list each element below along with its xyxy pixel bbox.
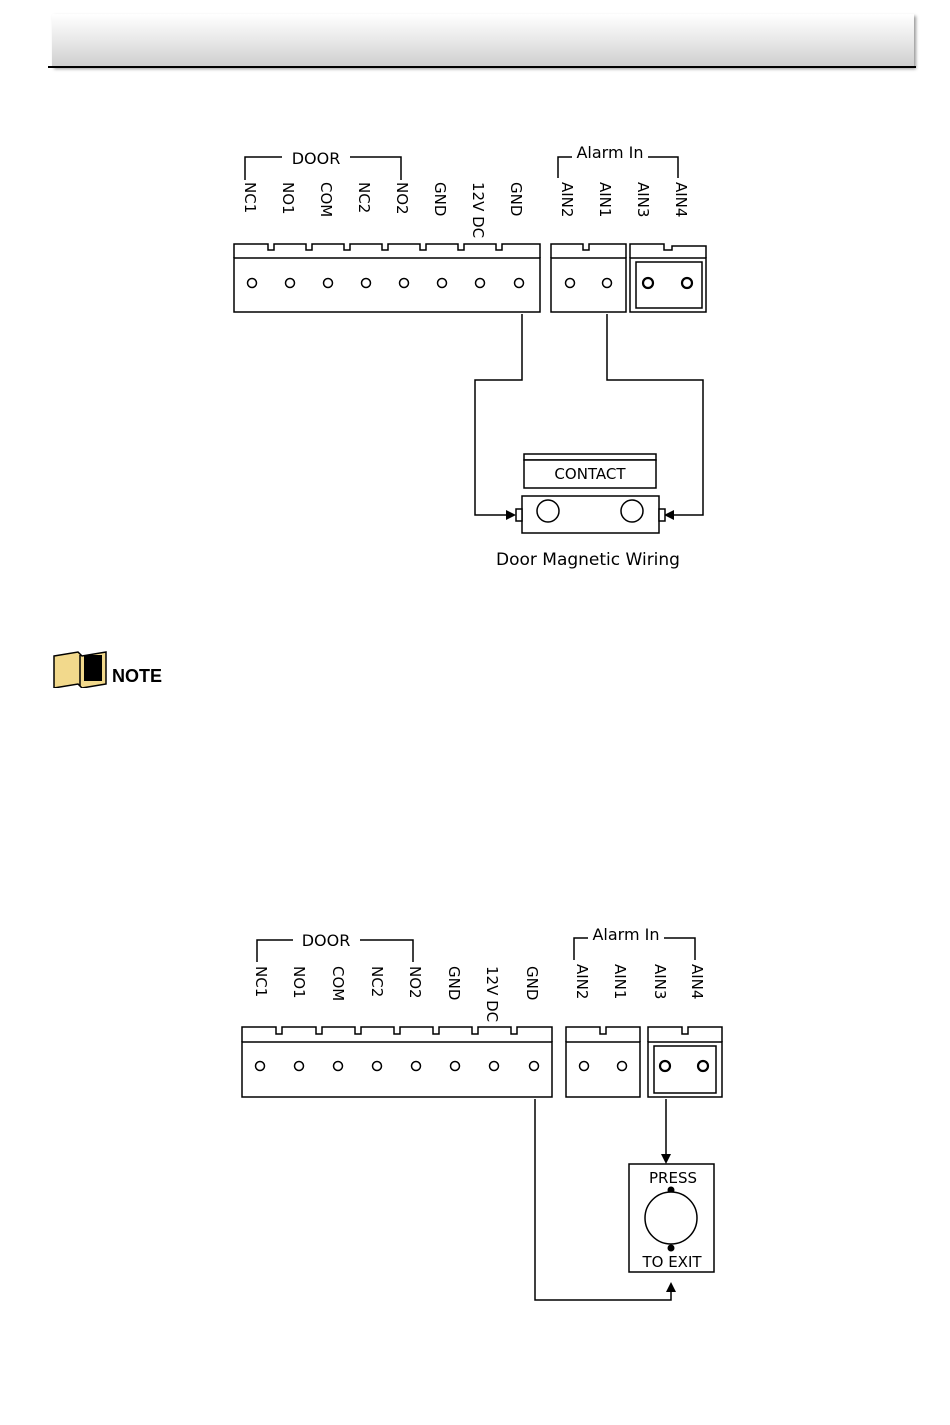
alarm-terminal-block-2 — [648, 1042, 722, 1097]
alarm-in-group-label: Alarm In — [592, 925, 659, 944]
terminal-screw — [295, 1062, 304, 1071]
door-terminal-block — [242, 1042, 552, 1097]
terminal-screw — [256, 1062, 265, 1071]
alarm-block-2-teeth — [648, 1027, 722, 1042]
terminal-screw — [698, 1061, 708, 1071]
arrow-head — [666, 1282, 676, 1292]
door-bracket-left — [257, 940, 293, 962]
terminal-screw — [490, 1062, 499, 1071]
terminal-label-nc2: NC2 — [368, 966, 386, 997]
terminal-label-com: COM — [329, 966, 347, 1001]
door-group-label: DOOR — [302, 931, 351, 950]
terminal-label-ain1: AIN1 — [611, 964, 629, 999]
alarm-block-teeth — [566, 1027, 640, 1042]
terminal-screw — [660, 1061, 670, 1071]
alarm-bracket-left — [574, 938, 588, 960]
alarm-bracket-right — [664, 938, 695, 960]
exit-button-top-label: PRESS — [649, 1169, 697, 1187]
terminal-label-no1: NO1 — [290, 966, 308, 999]
terminal-label-gnd-2: GND — [523, 966, 541, 1000]
terminal-label-12v-dc: 12V DC — [483, 966, 501, 1022]
terminal-label-no2: NO2 — [406, 966, 424, 999]
terminal-label-ain4: AIN4 — [688, 964, 706, 999]
terminal-screw — [412, 1062, 421, 1071]
alarm-terminal-block-1 — [566, 1042, 640, 1097]
terminal-label-nc1: NC1 — [252, 966, 270, 997]
terminal-screw — [530, 1062, 539, 1071]
terminal-screw — [373, 1062, 382, 1071]
arrow-head — [661, 1154, 671, 1164]
door-block-teeth — [242, 1027, 552, 1042]
terminal-screw — [334, 1062, 343, 1071]
terminal-label-gnd: GND — [445, 966, 463, 1000]
door-bracket-right — [360, 940, 413, 962]
terminal-screw — [618, 1062, 627, 1071]
terminal-label-ain3: AIN3 — [651, 964, 669, 999]
terminal-screw — [580, 1062, 589, 1071]
terminal-screw — [451, 1062, 460, 1071]
exit-button-bottom-label: TO EXIT — [641, 1253, 702, 1271]
exit-button-knob — [645, 1192, 697, 1244]
indicator-dot — [668, 1245, 675, 1252]
terminal-label-ain2: AIN2 — [573, 964, 591, 999]
